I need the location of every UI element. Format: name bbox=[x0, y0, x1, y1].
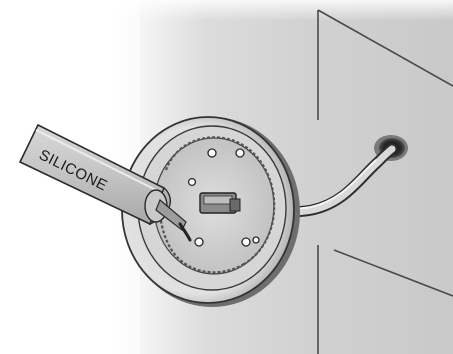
cable-connector bbox=[200, 193, 240, 213]
